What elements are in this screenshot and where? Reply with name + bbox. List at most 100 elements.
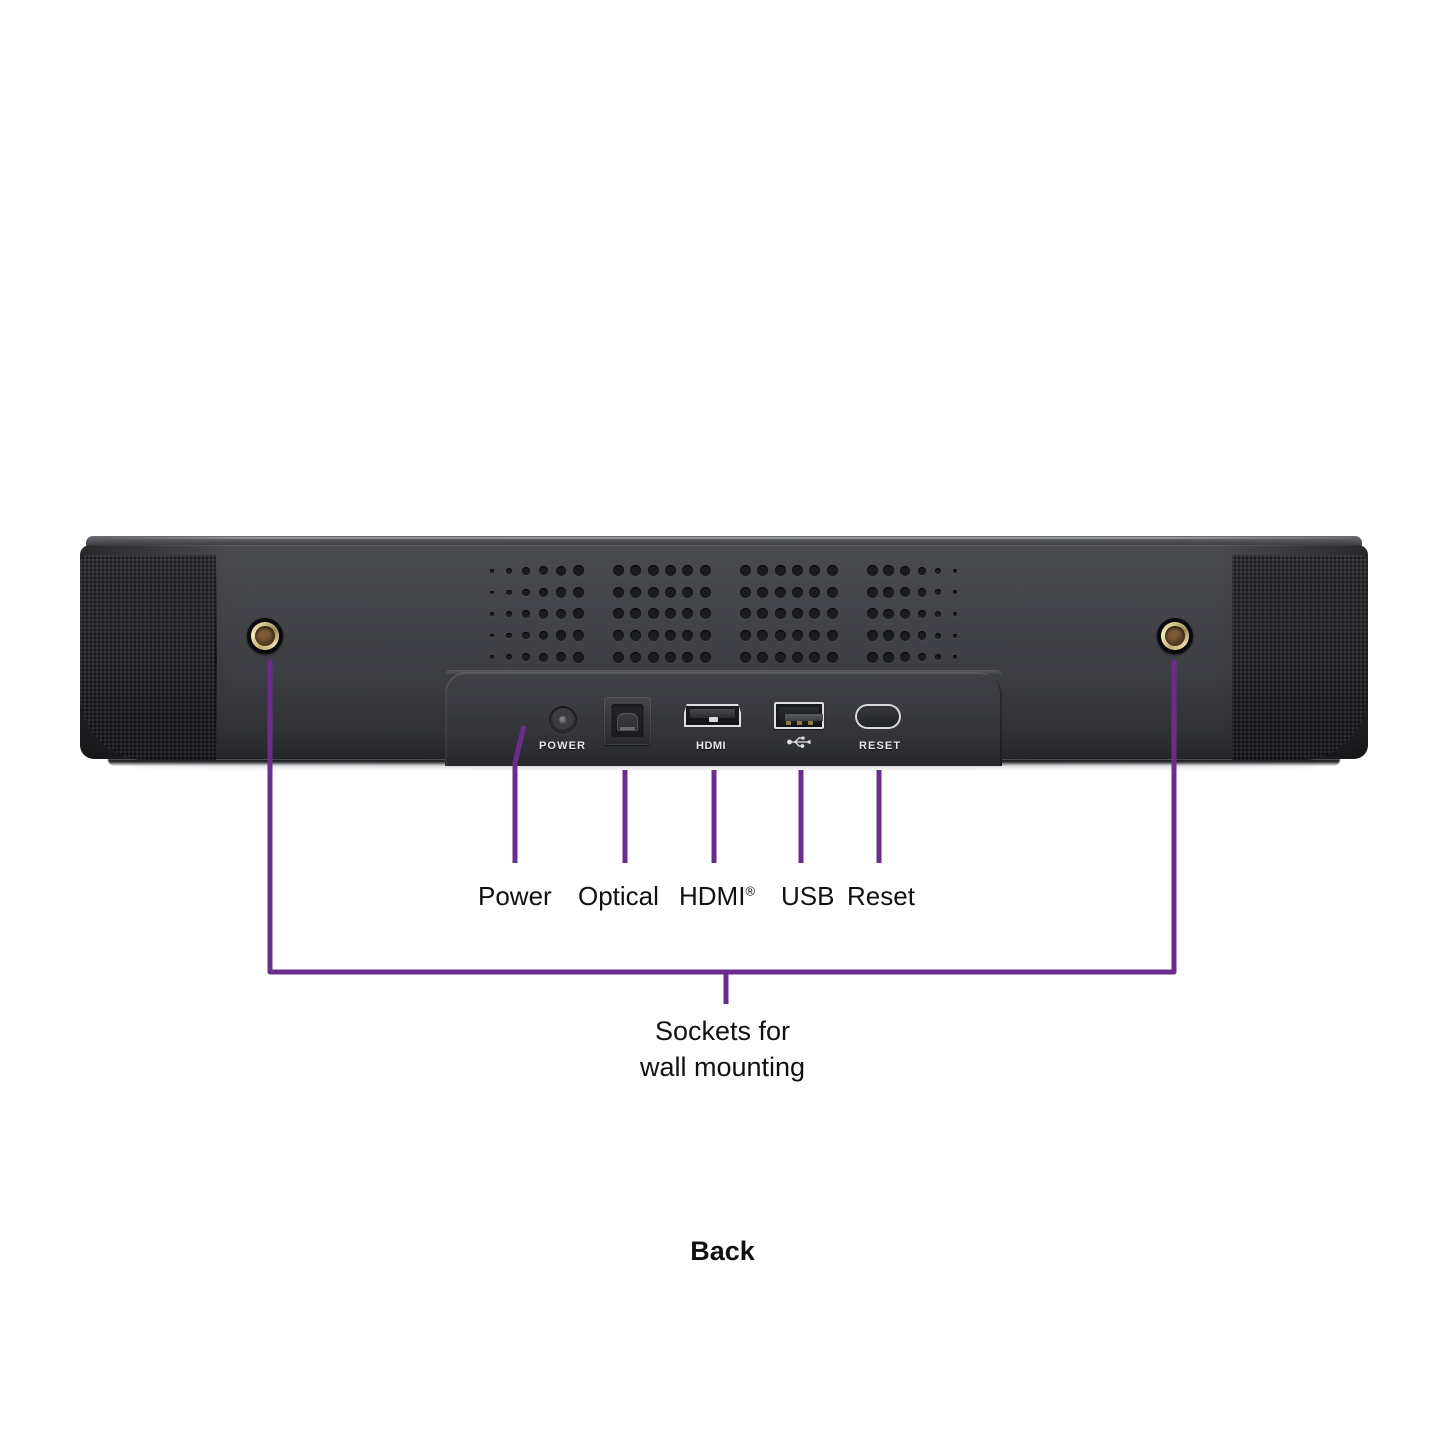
- vent-hole: [665, 608, 677, 620]
- vent-hole: [935, 654, 942, 661]
- vent-hole: [506, 611, 512, 617]
- vent-hole: [917, 566, 926, 575]
- vent-hole: [809, 630, 821, 642]
- vent-hole: [613, 586, 625, 598]
- vent-hole: [740, 630, 752, 642]
- vent-hole: [613, 565, 625, 577]
- vent-hole: [952, 655, 957, 660]
- hdmi-port-icon: [684, 704, 741, 727]
- vent-hole: [572, 608, 584, 620]
- vent-hole: [917, 588, 926, 597]
- vent-hole: [522, 566, 531, 575]
- vent-hole: [489, 633, 494, 638]
- vent-hole: [826, 608, 838, 620]
- vent-hole: [883, 565, 895, 577]
- vent-hole: [539, 652, 549, 662]
- vent-hole: [682, 565, 694, 577]
- vent-hole: [740, 651, 752, 663]
- vent-hole: [866, 651, 878, 663]
- vent-hole: [647, 565, 659, 577]
- vent-hole: [826, 630, 838, 642]
- vent-hole: [883, 587, 895, 598]
- vent-hole: [866, 565, 878, 577]
- vent-hole: [809, 608, 821, 620]
- usb-port-inner: [779, 707, 823, 725]
- vent-hole: [952, 633, 957, 638]
- vent-hole: [630, 586, 642, 598]
- vent-hole: [555, 651, 567, 663]
- vent-hole: [935, 567, 942, 574]
- vent-hole: [647, 651, 659, 663]
- vent-hole: [647, 608, 659, 620]
- vent-hole: [572, 565, 584, 577]
- hdmi-port-label: HDMI: [696, 740, 727, 752]
- vent-hole: [900, 652, 911, 663]
- vent-hole: [917, 653, 926, 662]
- reset-button-icon[interactable]: [855, 704, 901, 729]
- vent-hole: [935, 589, 942, 596]
- vent-hole: [792, 565, 804, 577]
- vent-group: [483, 560, 587, 668]
- callout-label-optical: Optical: [578, 881, 659, 911]
- vent-hole: [866, 630, 878, 642]
- vent-hole: [572, 651, 584, 663]
- wall-mount-socket-right: [1157, 618, 1193, 654]
- registered-trademark-icon: ®: [745, 883, 756, 899]
- vent-hole: [792, 651, 804, 663]
- ventilation-grid: [483, 560, 963, 668]
- vent-hole: [613, 630, 625, 642]
- vent-hole: [900, 565, 911, 576]
- vent-hole: [630, 630, 642, 642]
- vent-hole: [522, 631, 531, 640]
- vent-group: [737, 560, 841, 668]
- wall-mount-caption-line1: Sockets for: [654, 1016, 791, 1046]
- vent-hole: [826, 586, 838, 598]
- vent-hole: [809, 651, 821, 663]
- socket-bore-right: [1165, 626, 1185, 646]
- speaker-grille-right: [1232, 555, 1368, 760]
- view-caption: Back: [690, 1236, 755, 1266]
- socket-bore-left: [255, 626, 275, 646]
- callout-label-hdmi: HDMI®: [679, 881, 755, 912]
- wall-mount-socket-left: [247, 618, 283, 654]
- vent-hole: [489, 590, 494, 595]
- vent-group: [610, 560, 714, 668]
- vent-hole: [792, 608, 804, 620]
- vent-hole: [935, 632, 942, 639]
- vent-hole: [757, 565, 769, 577]
- usb-port-icon: [774, 702, 824, 729]
- vent-hole: [522, 653, 531, 662]
- vent-hole: [630, 651, 642, 663]
- vent-hole: [866, 586, 878, 598]
- vent-hole: [572, 630, 584, 642]
- vent-hole: [630, 608, 642, 620]
- vent-hole: [900, 587, 911, 598]
- vent-hole: [809, 586, 821, 598]
- vent-hole: [522, 588, 531, 597]
- usb-contact-pin: [797, 721, 802, 725]
- vent-hole: [740, 586, 752, 598]
- vent-hole: [757, 651, 769, 663]
- vent-hole: [613, 608, 625, 620]
- vent-hole: [539, 609, 549, 619]
- vent-hole: [917, 631, 926, 640]
- vent-hole: [539, 587, 549, 597]
- soundbar-top-highlight: [108, 537, 1352, 539]
- vent-hole: [774, 608, 786, 620]
- vent-hole: [489, 568, 494, 573]
- power-jack-pin: [559, 716, 567, 724]
- vent-hole: [826, 565, 838, 577]
- optical-port-icon: [604, 697, 651, 745]
- vent-hole: [774, 565, 786, 577]
- vent-hole: [757, 630, 769, 642]
- vent-hole: [682, 651, 694, 663]
- vent-hole: [952, 568, 957, 573]
- vent-hole: [809, 565, 821, 577]
- callout-label-hdmi-text: HDMI: [679, 881, 746, 911]
- vent-hole: [792, 630, 804, 642]
- vent-hole: [665, 651, 677, 663]
- vent-hole: [489, 655, 494, 660]
- vent-hole: [555, 630, 567, 641]
- vent-hole: [489, 612, 494, 616]
- vent-hole: [757, 586, 769, 598]
